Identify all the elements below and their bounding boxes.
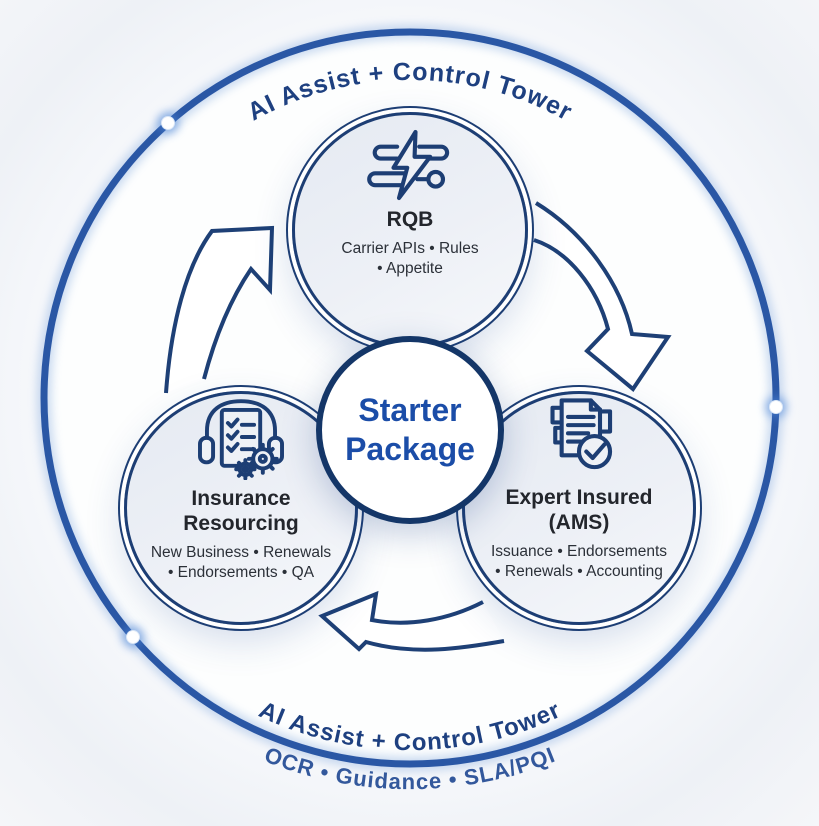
- starter-package-title: Starter Package: [345, 391, 475, 469]
- node-insurance-resourcing: Insurance Resourcing New Business • Rene…: [124, 391, 358, 625]
- node-rqb-subtitle: Carrier APIs • Rules • Appetite: [341, 239, 478, 279]
- node-rqb: RQB Carrier APIs • Rules • Appetite: [292, 112, 528, 348]
- ring-dot-right: [765, 396, 787, 418]
- node-expert-insured-title: Expert Insured (AMS): [505, 485, 652, 535]
- flow-arrow-rqb-to-expert: [533, 201, 672, 392]
- node-starter-package: Starter Package: [316, 336, 504, 524]
- flow-arrow-resourcing-to-rqb: [164, 225, 275, 394]
- node-rqb-title: RQB: [386, 208, 434, 231]
- node-rqb-subtitle-line1: Carrier APIs • Rules: [341, 240, 479, 257]
- gear-small: [234, 457, 257, 480]
- starter-package-title-line2: Package: [345, 431, 475, 467]
- ring-dot-top-left: [157, 112, 179, 134]
- node-insurance-resourcing-subtitle-line1: New Business • Renewals: [150, 543, 332, 561]
- node-expert-insured-subtitle-line1: Issuance • Endorsements: [490, 542, 668, 560]
- node-expert-insured-subtitle-line2: • Renewals • Accounting: [495, 562, 663, 580]
- flow-arrow-expert-to-resourcing: [318, 590, 505, 652]
- gear-large: [246, 442, 279, 475]
- documents-check-icon: [533, 395, 625, 479]
- node-insurance-resourcing-subtitle-line2: • Endorsements • QA: [167, 563, 315, 581]
- node-expert-insured-subtitle: Issuance • Endorsements • Renewals • Acc…: [491, 542, 667, 582]
- starter-package-title-line1: Starter: [358, 392, 462, 428]
- headset-checklist-gears-icon: [193, 394, 289, 480]
- node-insurance-resourcing-title: Insurance Resourcing: [183, 486, 299, 536]
- node-rqb-subtitle-line2: • Appetite: [377, 260, 443, 277]
- node-expert-insured-title-line2: (AMS): [548, 510, 610, 534]
- node-expert-insured-title-line1: Expert Insured: [505, 485, 653, 509]
- node-insurance-resourcing-title-line1: Insurance: [191, 486, 291, 510]
- node-insurance-resourcing-subtitle: New Business • Renewals • Endorsements •…: [151, 543, 331, 583]
- lightning-sliders-icon: [366, 129, 454, 201]
- node-insurance-resourcing-title-line2: Resourcing: [183, 511, 299, 535]
- ring-dot-bottom-left: [122, 626, 144, 648]
